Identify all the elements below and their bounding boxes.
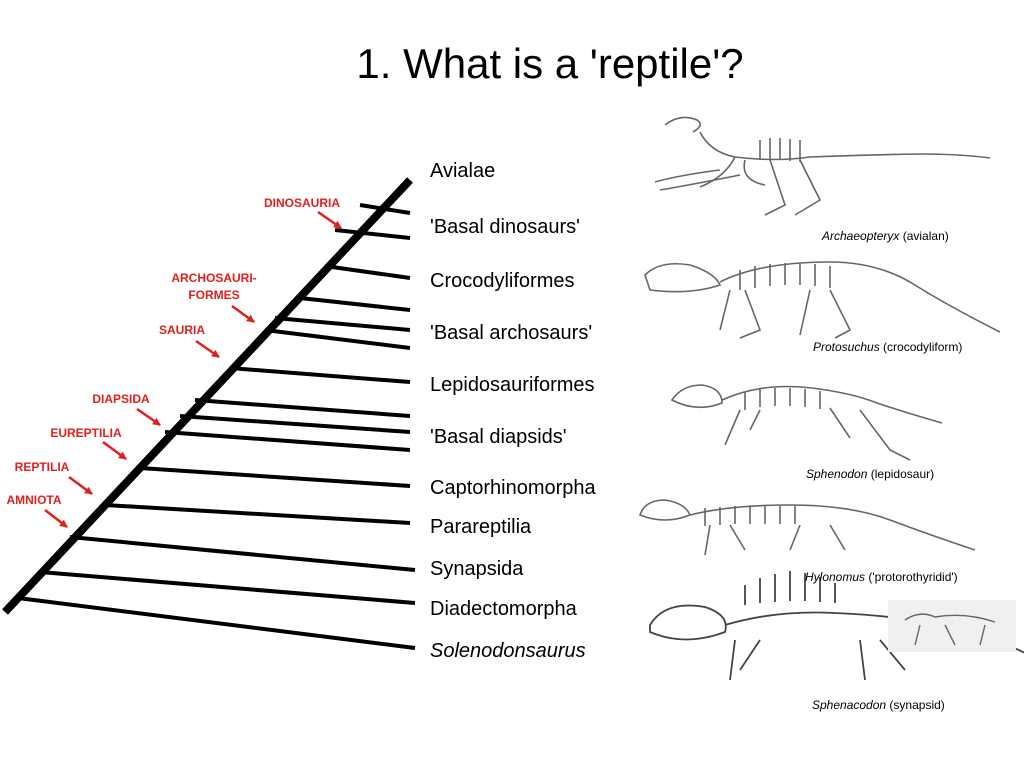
clade-arrow: [136, 407, 161, 427]
taxon-label: 'Basal diapsids': [430, 426, 567, 448]
hylonomus-skeleton-image: [639, 499, 976, 556]
clade-arrow: [68, 475, 93, 496]
clade-label: AMNIOTA: [6, 493, 62, 507]
tree-branch: [179, 414, 411, 434]
clade-arrow: [231, 304, 255, 324]
slide-title: 1. What is a 'reptile'?: [356, 40, 744, 87]
taxon-label: 'Basal dinosaurs': [430, 216, 580, 238]
tree-branch: [139, 466, 411, 488]
tree-branch: [39, 570, 416, 605]
tree-branch: [299, 296, 411, 312]
tree-trunk: [2, 177, 413, 615]
tree-branch: [324, 264, 411, 280]
taxon-label: Parareptilia: [430, 516, 532, 538]
tree-branch: [104, 503, 411, 525]
tree-branch: [17, 596, 416, 650]
taxon-label: Captorhinomorpha: [430, 477, 596, 499]
sphenacodon-inset-image: [888, 600, 1016, 652]
taxon-label: Diadectomorpha: [430, 598, 577, 620]
caption-protosuchus: Protosuchus (crocodyliform): [813, 340, 963, 354]
taxon-label: Solenodonsaurus: [430, 640, 586, 662]
caption-archaeopteryx: Archaeopteryx (avialan): [822, 229, 949, 243]
tree-branch: [69, 535, 416, 572]
taxon-label: Crocodyliformes: [430, 270, 575, 292]
clade-arrow: [195, 339, 220, 359]
clade-label: DIAPSIDA: [92, 392, 150, 406]
taxon-label: 'Basal archosaurs': [430, 322, 593, 344]
clade-arrows: [44, 210, 342, 528]
tree-branch: [274, 316, 411, 332]
tree-branches: [17, 203, 416, 650]
taxon-label: Avialae: [430, 160, 496, 182]
clade-label: REPTILIA: [14, 460, 70, 474]
tree-branch: [164, 430, 411, 452]
clade-label: ARCHOSAURI-FORMES: [171, 271, 257, 302]
caption-sphenodon: Sphenodon (lepidosaur): [806, 467, 935, 481]
taxon-label: Synapsida: [430, 558, 524, 580]
tree-branch: [194, 398, 411, 418]
clade-label: EUREPTILIA: [50, 426, 122, 440]
clade-label: DINOSAURIA: [263, 196, 340, 210]
tree-branch: [334, 228, 411, 240]
tree-branch: [264, 328, 411, 350]
clade-arrow: [102, 440, 127, 461]
archaeopteryx-skeleton-image: [654, 116, 991, 216]
caption-sphenacodon: Sphenacodon (synapsid): [812, 698, 945, 712]
taxon-label: Lepidosauriformes: [430, 374, 595, 396]
tree-branch: [229, 366, 411, 384]
clade-arrow: [317, 210, 342, 230]
clade-label: SAURIA: [158, 323, 205, 337]
caption-hylonomus: Hylonomus ('protorothyridid'): [805, 570, 958, 584]
clade-arrow: [44, 509, 68, 528]
protosuchus-skeleton-image: [644, 261, 1001, 339]
sphenodon-skeleton-image: [670, 384, 943, 461]
